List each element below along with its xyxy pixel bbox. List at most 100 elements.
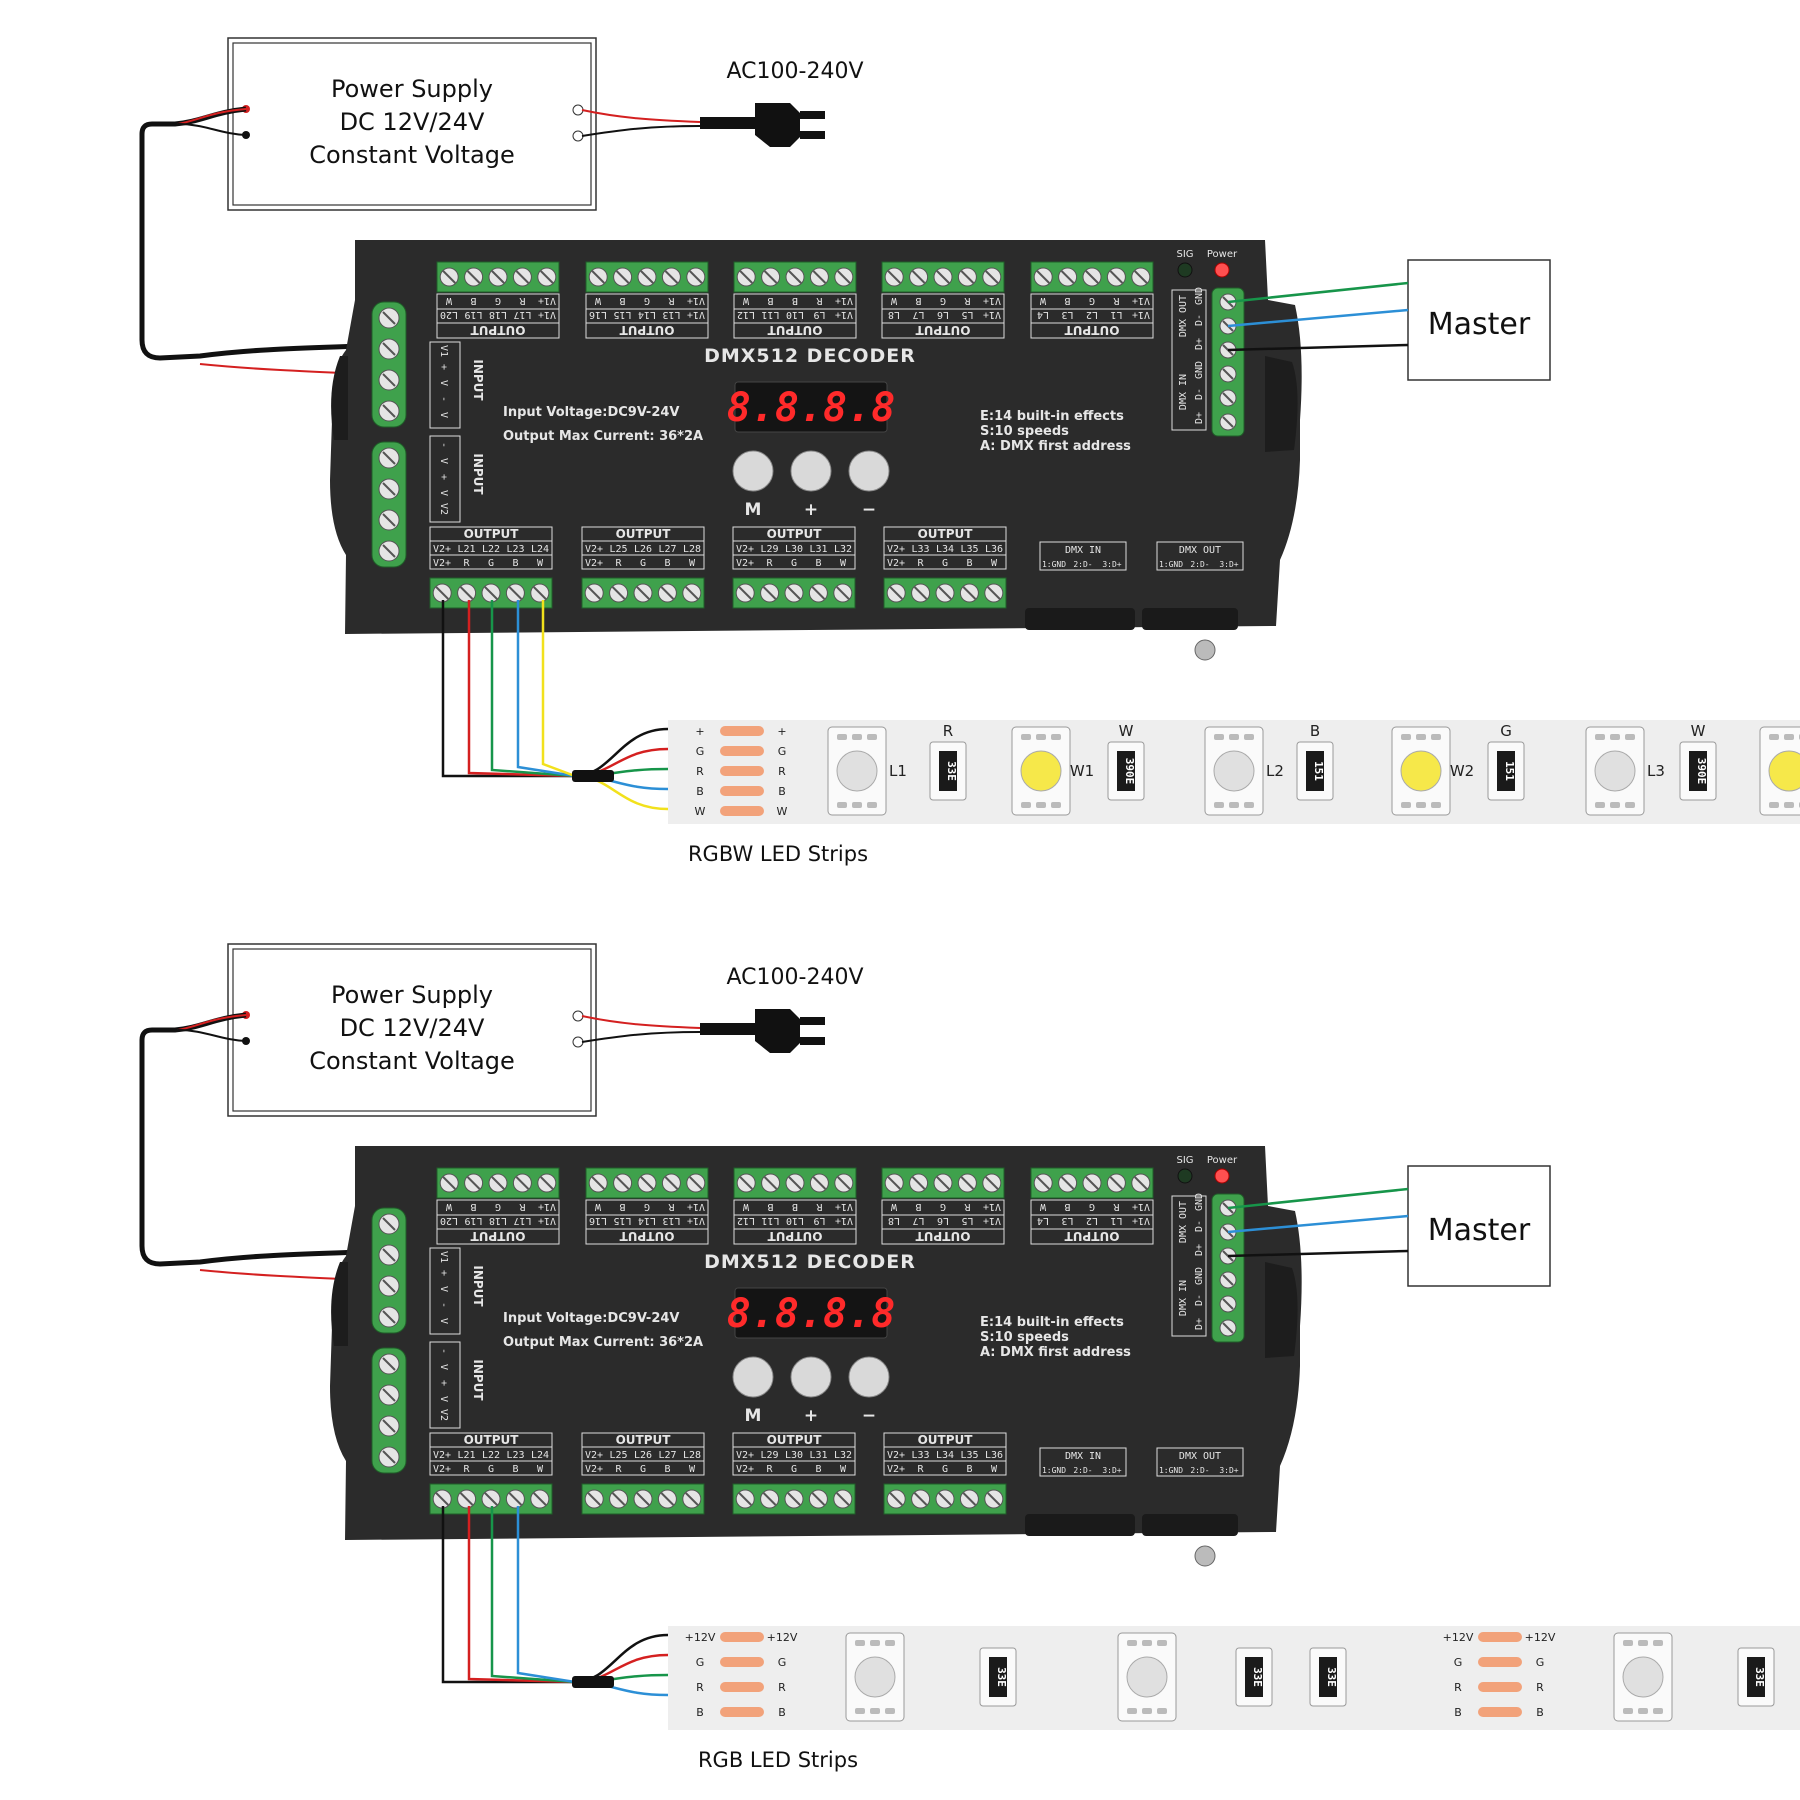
decoder-title: DMX512 DECODER [704, 345, 916, 367]
screw-slot [508, 586, 523, 600]
dmx-port-pin-label: 1:GND [1159, 1466, 1183, 1475]
top-output-channel-pin: L5 [961, 1215, 973, 1226]
top-output-channel-pin: L15 [613, 309, 631, 320]
top-output-color-pin: R [816, 295, 823, 306]
bottom-output-color-pin: V2+ [887, 1464, 905, 1475]
dmx-in-pin-label: D+ [1194, 412, 1205, 424]
screw-slot [442, 270, 456, 284]
bottom-output-color-pin: W [537, 558, 544, 569]
dmx-out-port-label-box [1156, 1447, 1244, 1477]
screw-slot [1109, 1176, 1124, 1190]
rgb-led-lens [1594, 750, 1636, 792]
led-pin [1625, 802, 1635, 808]
top-output-header: OUTPUT [767, 1229, 823, 1243]
bottom-output-color-pin: R [766, 558, 773, 569]
plus-button[interactable] [790, 1356, 832, 1398]
top-output-legend-4 [881, 293, 1005, 339]
resistor-body [1319, 1657, 1337, 1697]
xlr-connector [1025, 608, 1135, 630]
top-output-channel-pin: L3 [1061, 309, 1073, 320]
top-output-channel-pin: L14 [638, 309, 656, 320]
bottom-output-color-pin: V2+ [433, 558, 451, 569]
bottom-output-color-pin: W [689, 1464, 696, 1475]
screw-slot [491, 270, 505, 284]
bottom-output-color-pin: G [640, 558, 646, 569]
ac-voltage-label: AC100-240V [727, 965, 864, 990]
top-output-channel-pin: L20 [440, 1215, 458, 1226]
mode-button[interactable] [732, 450, 774, 492]
led-pin [1127, 1708, 1137, 1714]
dmx-wire-black [1227, 343, 1409, 352]
screw-slot [466, 1176, 481, 1190]
screw-slot [382, 342, 396, 356]
dmx-port-pin-label: 3:D+ [1219, 1466, 1238, 1475]
led-pin [1401, 802, 1411, 808]
screw-slot [382, 1450, 396, 1464]
wire-sleeve [572, 770, 614, 782]
screw-slot [936, 270, 950, 284]
bottom-output-channel-pin: V2+ [433, 544, 451, 555]
led-pin [870, 1640, 880, 1646]
screw-slot [938, 1492, 952, 1506]
screw-slot [640, 270, 654, 284]
plus-button[interactable] [790, 450, 832, 492]
minus-button[interactable] [848, 450, 890, 492]
dmx-wire-black [1227, 1249, 1409, 1258]
top-output-header: OUTPUT [915, 323, 971, 337]
rgb-led-lens [1622, 1656, 1664, 1698]
resistor-body [1747, 1657, 1765, 1697]
pad-label: R [696, 1681, 704, 1694]
screw-slot [636, 1492, 650, 1506]
power-label: Power [1207, 249, 1238, 260]
screw-slot [382, 1279, 396, 1293]
screw-slot [435, 586, 449, 600]
bottom-output-color-pin: B [664, 558, 670, 569]
resistor-channel-label: W [1691, 722, 1706, 740]
dmx-out-vertical-label: DMX OUT [1178, 1201, 1189, 1243]
screw-slot [382, 513, 396, 527]
screw-slot [382, 404, 396, 418]
led-display [734, 381, 888, 433]
led-pin [1157, 1708, 1167, 1714]
screw-slot [889, 1492, 903, 1506]
led-pin [1142, 1640, 1152, 1646]
top-output-color-pin: B [619, 295, 625, 306]
top-output-channel-pin: V1+ [1132, 309, 1150, 320]
sig-label: SIG [1176, 1155, 1193, 1166]
top-output-channel-pin: L6 [937, 1215, 949, 1226]
dmx-in-pin-label: GND [1194, 361, 1205, 379]
resistor-code: 33E [945, 761, 958, 781]
input2-pin-label: V [438, 1364, 449, 1370]
top-output-color-pin: W [594, 295, 601, 306]
power-supply-box [232, 42, 592, 206]
dmx-in-port-label-box [1039, 541, 1127, 571]
bottom-output-channel-pin: L27 [658, 1450, 676, 1461]
bottom-output-channel-pin: L34 [936, 544, 954, 555]
mode-button[interactable] [732, 1356, 774, 1398]
bottom-output-color-pin: W [840, 558, 847, 569]
minus-button[interactable] [848, 1356, 890, 1398]
bottom-output-channel-pin: L29 [760, 544, 778, 555]
button-label-2: − [862, 1406, 876, 1426]
bottom-output-color-pin: W [689, 558, 696, 569]
screw-slot [812, 270, 827, 284]
screw-slot [382, 311, 396, 325]
resistor-body [1306, 751, 1324, 791]
top-output-color-pin: G [495, 1201, 501, 1212]
ac-wire-neutral [581, 1031, 701, 1043]
solder-pad [720, 1682, 764, 1692]
top-output-color-pin: V1+ [835, 1201, 853, 1212]
psu-line2: DC 12V/24V [340, 1014, 485, 1042]
ac-wire-neutral [581, 125, 701, 137]
pad-label: +12V [1525, 1631, 1556, 1644]
led-pin [1638, 1708, 1648, 1714]
top-output-color-pin: R [1113, 1201, 1120, 1212]
top-output-channel-pin: V1+ [835, 309, 853, 320]
top-output-header: OUTPUT [1064, 323, 1120, 337]
bottom-output-color-pin: W [840, 1464, 847, 1475]
bottom-output-channel-pin: L36 [985, 1450, 1003, 1461]
input1-pin-label: + [438, 364, 449, 370]
screw-slot [787, 586, 801, 600]
led-pin [1244, 734, 1254, 740]
